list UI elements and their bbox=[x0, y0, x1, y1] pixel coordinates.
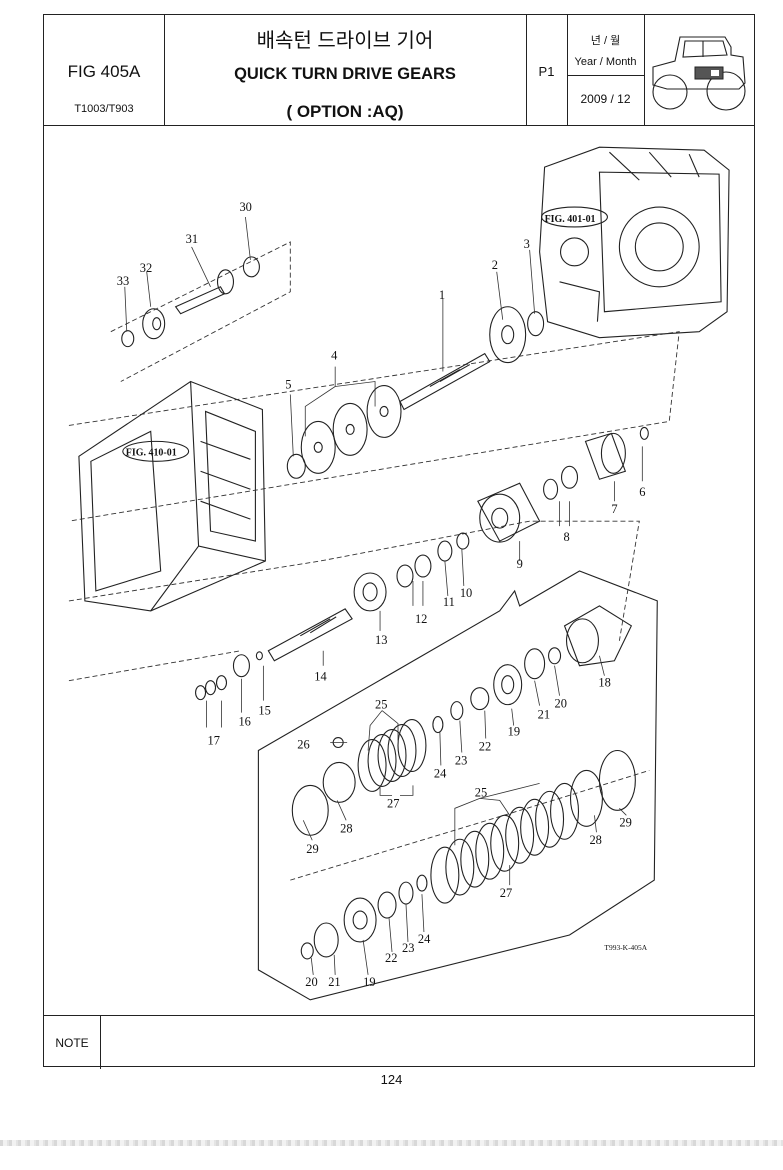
callout-19: 19 bbox=[508, 725, 520, 739]
callout-18: 18 bbox=[598, 676, 610, 690]
callout-7: 7 bbox=[611, 502, 617, 516]
callout-11: 11 bbox=[443, 595, 455, 609]
callout-5: 5 bbox=[285, 378, 291, 392]
callout-6: 6 bbox=[639, 485, 645, 499]
scan-edge bbox=[0, 1140, 783, 1146]
callout-29: 29 bbox=[306, 842, 318, 856]
callout-22-lower: 22 bbox=[385, 951, 397, 965]
callout-20-lower: 20 bbox=[305, 975, 317, 989]
callout-29-lower: 29 bbox=[619, 815, 631, 829]
note-row: NOTE bbox=[44, 1015, 754, 1069]
callout-27-lower: 27 bbox=[500, 886, 512, 900]
drawing-code: T993-K-405A bbox=[604, 943, 647, 952]
callout-28: 28 bbox=[340, 821, 352, 835]
page-code: P1 bbox=[538, 64, 555, 79]
title-block: FIG 405A T1003/T903 배속턴 드라이브 기어 QUICK TU… bbox=[44, 15, 754, 126]
clutch-housing bbox=[78, 380, 266, 612]
callout-10: 10 bbox=[460, 586, 472, 600]
callout-2: 2 bbox=[492, 258, 498, 272]
callout-14: 14 bbox=[314, 670, 327, 684]
date-value: 2009 / 12 bbox=[580, 92, 631, 106]
callout-3: 3 bbox=[524, 237, 530, 251]
callout-21: 21 bbox=[538, 708, 550, 722]
callout-24: 24 bbox=[434, 766, 447, 780]
callout-31: 31 bbox=[186, 232, 198, 246]
clutch-plate-stack-lower bbox=[430, 782, 580, 904]
callout-9: 9 bbox=[517, 557, 523, 571]
fig-number: FIG 405A bbox=[67, 62, 141, 81]
clutch-plate-stack-upper bbox=[357, 719, 427, 792]
transmission-case-upper bbox=[539, 146, 730, 339]
callout-23: 23 bbox=[455, 753, 467, 767]
callout-26: 26 bbox=[297, 737, 309, 751]
tractor-icon bbox=[652, 36, 746, 111]
callout-28-lower: 28 bbox=[589, 833, 601, 847]
callout-25: 25 bbox=[375, 698, 387, 712]
date-label-english: Year / Month bbox=[574, 56, 637, 68]
callout-15: 15 bbox=[258, 704, 270, 718]
page-number: 124 bbox=[380, 1072, 403, 1087]
callout-16: 16 bbox=[238, 715, 250, 729]
title-korean: 배속턴 드라이브 기어 bbox=[256, 30, 434, 52]
ref-fig-401: FIG. 401-01 bbox=[545, 214, 596, 225]
callout-13: 13 bbox=[375, 633, 387, 647]
callout-33: 33 bbox=[117, 274, 129, 288]
date-label-korean: 년 / 월 bbox=[590, 35, 621, 47]
callout-32: 32 bbox=[140, 261, 152, 275]
parts-sheet: FIG 405A T1003/T903 배속턴 드라이브 기어 QUICK TU… bbox=[43, 14, 755, 1069]
callout-24-lower: 24 bbox=[418, 932, 431, 946]
callout-1: 1 bbox=[439, 288, 445, 302]
note-label: NOTE bbox=[44, 1016, 101, 1069]
callout-20: 20 bbox=[555, 697, 567, 711]
exploded-parts-drawing: FIG. 401-01 FIG. 410-01 bbox=[68, 146, 730, 1001]
model-number: T1003/T903 bbox=[74, 103, 134, 115]
callout-25-lower: 25 bbox=[475, 785, 487, 799]
callout-4: 4 bbox=[331, 349, 338, 363]
subtitle-option: ( OPTION :AQ) bbox=[286, 102, 404, 121]
title-english: QUICK TURN DRIVE GEARS bbox=[234, 65, 456, 83]
callout-17: 17 bbox=[208, 734, 220, 748]
callout-21-lower: 21 bbox=[328, 975, 340, 989]
callout-12: 12 bbox=[415, 612, 427, 626]
callout-30: 30 bbox=[239, 200, 251, 214]
callout-8: 8 bbox=[564, 530, 570, 544]
note-text bbox=[100, 1016, 754, 1069]
ref-fig-410: FIG. 410-01 bbox=[126, 447, 177, 458]
callout-22: 22 bbox=[479, 739, 491, 753]
callout-19-lower: 19 bbox=[363, 975, 375, 989]
callout-27: 27 bbox=[387, 796, 399, 810]
callout-23-lower: 23 bbox=[402, 941, 414, 955]
